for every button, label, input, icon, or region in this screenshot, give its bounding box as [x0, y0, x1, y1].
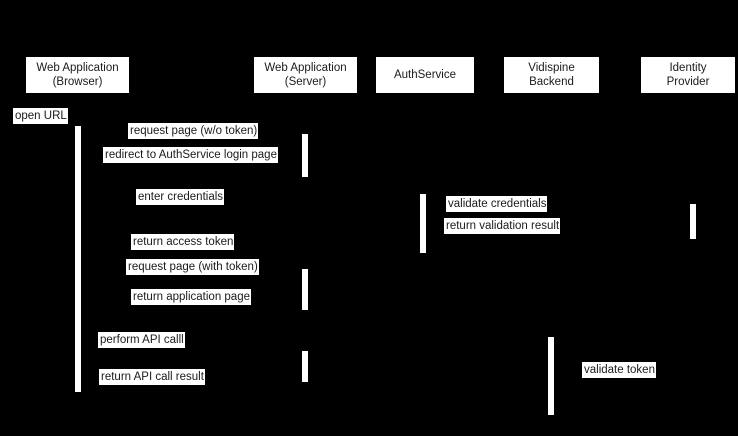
arrowhead-request-page-no-token [294, 133, 301, 141]
message-label-return-application-page: return application page [131, 289, 251, 305]
participant-vidispine-backend: Vidispine Backend [503, 56, 600, 94]
arrowhead-request-page-with-token [294, 269, 301, 277]
lifeline-server [305, 94, 306, 426]
participant-vidispine-line1: Vidispine [528, 62, 575, 74]
activation-bar-vidispine [547, 336, 555, 416]
participant-identity-provider: Identity Provider [640, 56, 736, 94]
arrowhead-redirect-to-auth [82, 157, 89, 165]
arrowhead-return-api-call-result [82, 379, 89, 387]
arrowhead-return-access-token [82, 244, 89, 252]
activation-bar-server-2 [301, 268, 309, 311]
message-label-open-url: open URL [13, 108, 68, 124]
participant-vidispine-line2: Backend [529, 76, 574, 88]
message-label-return-access-token: return access token [131, 234, 235, 250]
message-label-request-page-with-token: request page (with token) [126, 259, 259, 275]
participant-browser-line1: Web Application [36, 62, 119, 74]
arrowhead-enter-credentials [412, 199, 419, 207]
activation-bar-server-3 [301, 350, 309, 383]
lifeline-idp [692, 94, 693, 426]
message-line-return-access-token [82, 248, 419, 249]
participant-idp-line2: Provider [666, 76, 710, 88]
activation-bar-server-1 [301, 133, 309, 178]
lifeline-auth [424, 94, 425, 426]
arrowhead-validate-token [682, 372, 689, 380]
message-label-request-page-no-token: request page (w/o token) [128, 123, 259, 139]
activation-bar-browser [74, 125, 82, 393]
message-label-validate-credentials: validate credentials [446, 196, 548, 212]
message-label-perform-api-call: perform API calll [98, 332, 185, 348]
arrowhead-return-application-page [82, 299, 89, 307]
lifeline-vidispine [551, 94, 552, 426]
participant-idp-line1: Identity [669, 62, 707, 74]
activation-bar-authservice [419, 193, 427, 254]
message-label-enter-credentials: enter credentials [136, 189, 225, 205]
participant-server: Web Application (Server) [253, 56, 358, 94]
participant-authservice-line1: AuthService [393, 69, 456, 81]
message-label-return-api-call-result: return API call result [99, 369, 205, 385]
arrowhead-perform-api-call [294, 342, 301, 350]
participant-server-line2: (Server) [284, 76, 327, 88]
arrowhead-validate-credentials [682, 206, 689, 214]
message-label-redirect-to-auth: redirect to AuthService login page [103, 147, 278, 163]
message-line-perform-api-call [82, 346, 301, 347]
message-label-validate-token: validate token [582, 362, 656, 378]
message-line-open-url [0, 125, 74, 126]
participant-browser: Web Application (Browser) [25, 56, 130, 94]
activation-bar-identity-provider [689, 203, 697, 240]
message-line-enter-credentials [82, 203, 419, 204]
participant-authservice: AuthService [375, 56, 475, 94]
participant-server-line1: Web Application [264, 62, 347, 74]
message-line-validate-credentials [427, 210, 689, 211]
message-label-return-validation-result: return validation result [444, 218, 561, 234]
arrowhead-return-validation-result [427, 228, 434, 236]
arrowhead-open-url [67, 121, 74, 129]
participant-browser-line2: (Browser) [52, 76, 103, 88]
arrowhead-server-to-vidispine [540, 346, 547, 354]
message-line-server-to-vidispine [309, 350, 547, 351]
